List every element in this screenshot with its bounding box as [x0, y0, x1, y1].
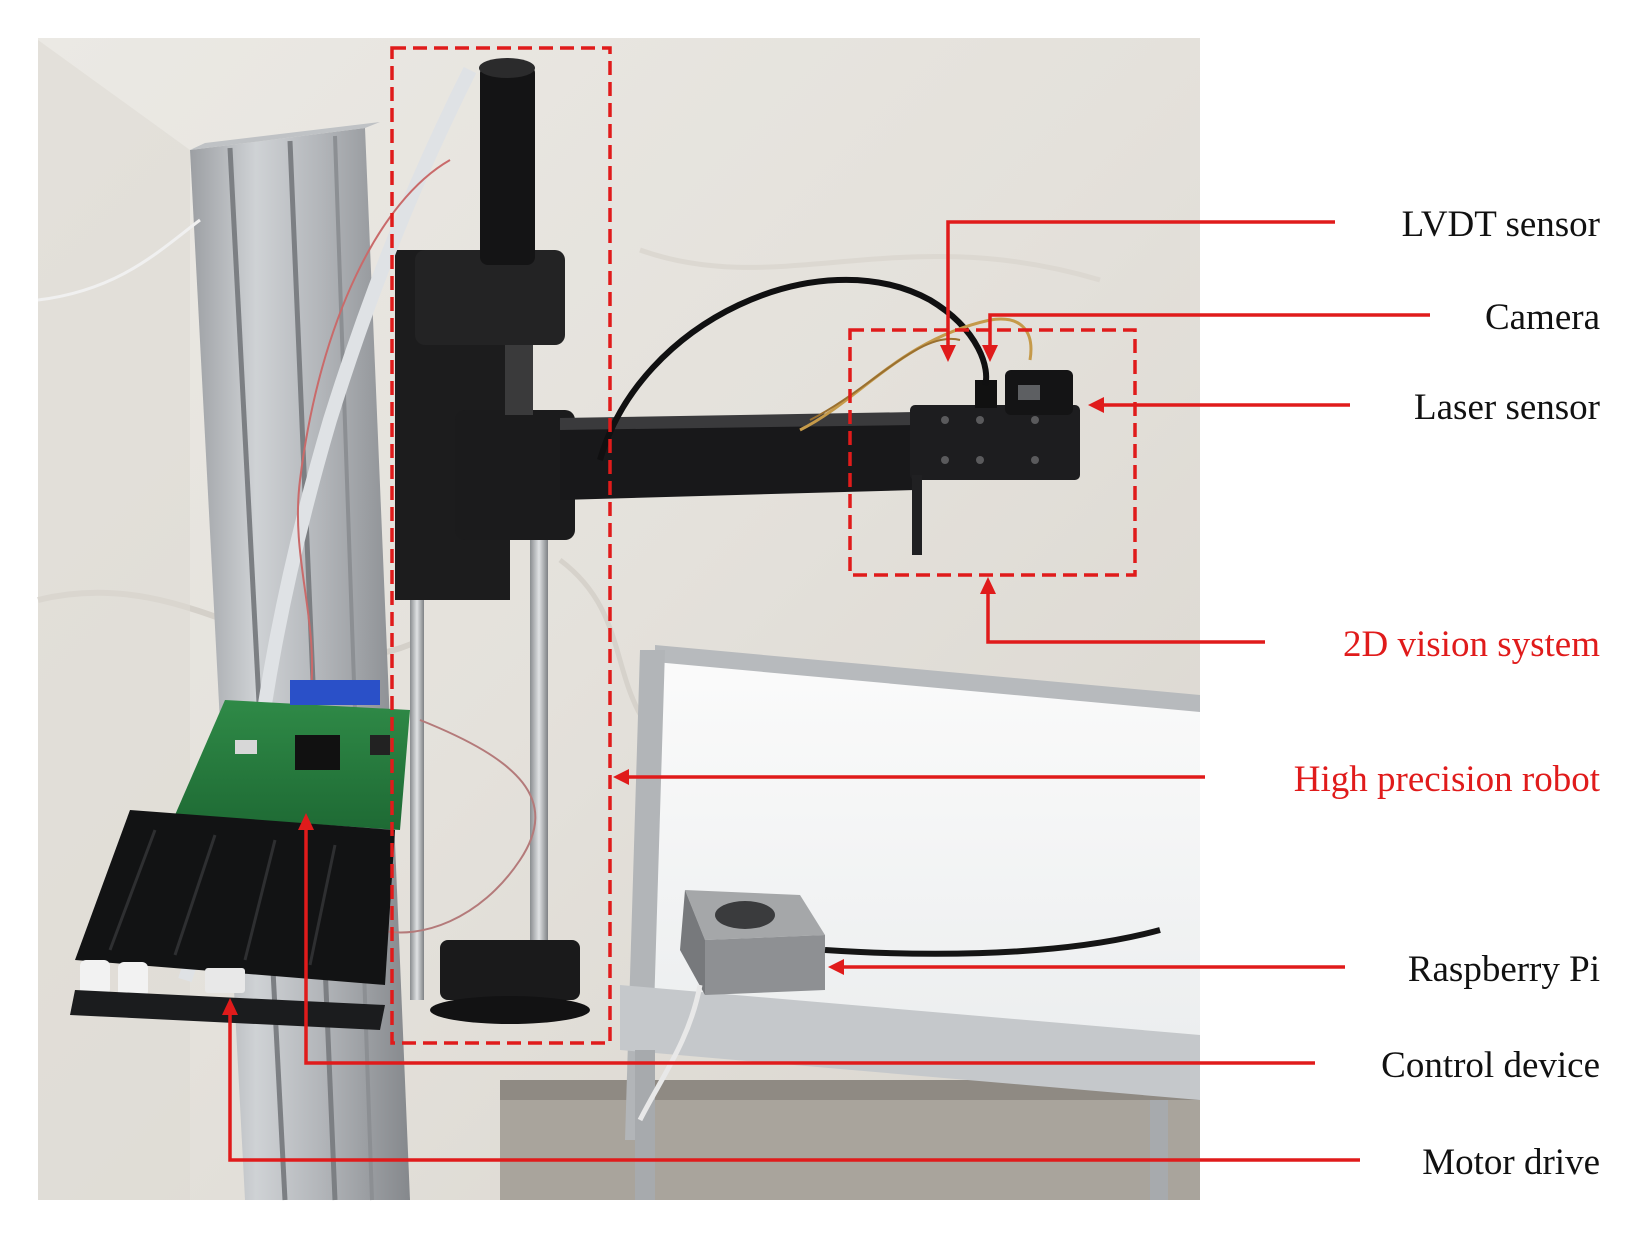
sensor-wires	[809, 337, 961, 421]
robot-arm	[560, 276, 1080, 555]
component	[235, 740, 257, 754]
component	[370, 735, 390, 755]
table-frame-front	[620, 985, 1200, 1100]
thin-wires	[296, 159, 451, 701]
screw	[976, 416, 984, 424]
screw	[1031, 416, 1039, 424]
table-leg	[1150, 1100, 1168, 1200]
connector	[118, 962, 148, 997]
arm-beam	[560, 420, 915, 500]
label-high-precision-robot: High precision robot	[1294, 759, 1601, 800]
motor-driver-case	[75, 810, 395, 985]
heatsink-line	[243, 839, 277, 961]
annotations	[222, 46, 1430, 1162]
stepper-motor-cap	[479, 58, 535, 78]
white-cable	[37, 218, 201, 302]
camera-leader-line	[988, 313, 1430, 355]
label-group: LVDT sensor Camera Laser sensor 2D visio…	[1294, 204, 1601, 1183]
rpi-usb-cable	[637, 984, 703, 1122]
column-top	[190, 122, 380, 150]
screw	[941, 416, 949, 424]
arrow-head	[1088, 397, 1104, 413]
laser-sensor-window	[1018, 385, 1040, 400]
rpi-case-side	[680, 890, 705, 995]
floor-shadow	[500, 1080, 1200, 1100]
arrow-head	[828, 959, 844, 975]
screw	[1031, 456, 1039, 464]
arrow-head	[613, 769, 629, 785]
heatsink-line	[108, 829, 157, 951]
raspberry-pi-case	[637, 890, 1161, 1122]
chip	[295, 735, 340, 770]
thin-wires	[379, 719, 537, 934]
lvdt-probe	[912, 475, 922, 555]
rpi-case-front	[705, 935, 825, 995]
base-foot	[430, 996, 590, 1024]
screw	[976, 456, 984, 464]
control-leader-line	[304, 820, 1315, 1065]
shaft	[505, 345, 533, 415]
label-camera: Camera	[1485, 297, 1600, 338]
cloth-fold	[639, 247, 1101, 283]
cloth-shadow	[38, 40, 190, 1200]
vision-leader-line	[986, 585, 1265, 644]
camera-body	[975, 380, 997, 408]
arrow-head	[982, 345, 998, 362]
heatsink-line	[173, 834, 217, 956]
sensor-head-block	[910, 405, 1080, 480]
lcd-display	[290, 680, 380, 705]
arrow-head	[298, 813, 314, 830]
robot-dashed-box	[390, 46, 612, 1045]
motor-leader-line	[228, 1005, 1360, 1162]
arm-cable	[597, 276, 990, 461]
robot-vertical-axis	[395, 58, 590, 1024]
label-motor-drive: Motor drive	[1422, 1142, 1600, 1183]
arrow-head	[222, 998, 238, 1015]
label-laser-sensor: Laser sensor	[1414, 387, 1600, 428]
stepper-motor-body	[480, 65, 535, 265]
label-2d-vision-system: 2D vision system	[1343, 624, 1600, 665]
heatsink-line	[308, 844, 337, 966]
lead-screw	[530, 500, 548, 970]
label-raspberry-pi: Raspberry Pi	[1408, 949, 1600, 990]
robot-top-block	[415, 250, 565, 345]
screw	[941, 456, 949, 464]
table-leg	[635, 1050, 655, 1200]
label-control-device: Control device	[1381, 1045, 1600, 1086]
control-device-stack	[70, 680, 410, 1030]
arrow-head	[980, 577, 996, 594]
base-block	[440, 940, 580, 1000]
connector	[80, 960, 110, 995]
label-lvdt-sensor: LVDT sensor	[1402, 204, 1600, 245]
control-board	[175, 700, 410, 830]
arrow-head	[940, 345, 956, 362]
connector	[205, 968, 245, 993]
rpi-fan-grille	[715, 901, 775, 929]
vision-dashed-box	[848, 328, 1137, 577]
photograph	[37, 38, 1200, 1201]
rpi-cable	[824, 927, 1161, 957]
table-frame-back	[655, 645, 1200, 712]
rotary-joint	[455, 410, 575, 540]
lvdt-leader-line	[946, 220, 1335, 355]
arm-top-face	[560, 412, 915, 430]
